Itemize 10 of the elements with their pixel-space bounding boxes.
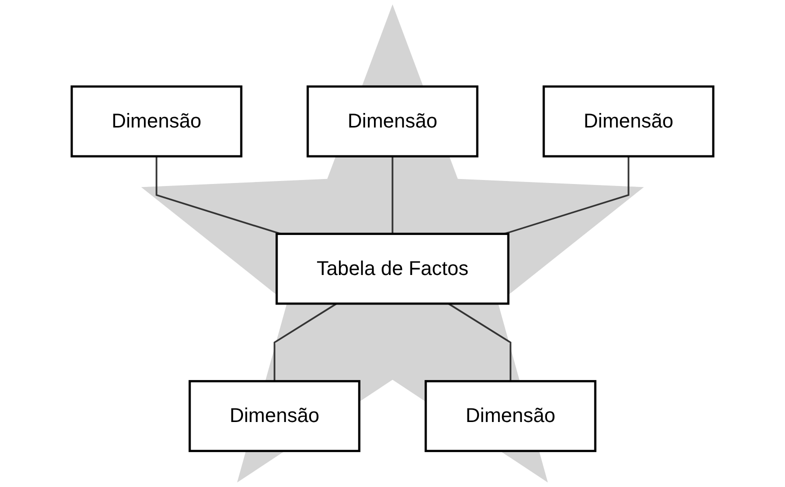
- node-box: Dimensão: [70, 85, 242, 158]
- connector: [504, 156, 630, 235]
- connector: [392, 156, 394, 234]
- node-box: Tabela de Factos: [276, 232, 510, 305]
- node-box: Dimensão: [306, 85, 478, 158]
- node-box: Dimensão: [188, 380, 360, 452]
- node-box: Dimensão: [424, 380, 596, 452]
- connector: [274, 302, 338, 382]
- connector: [448, 302, 512, 382]
- node-box: Dimensão: [542, 85, 714, 158]
